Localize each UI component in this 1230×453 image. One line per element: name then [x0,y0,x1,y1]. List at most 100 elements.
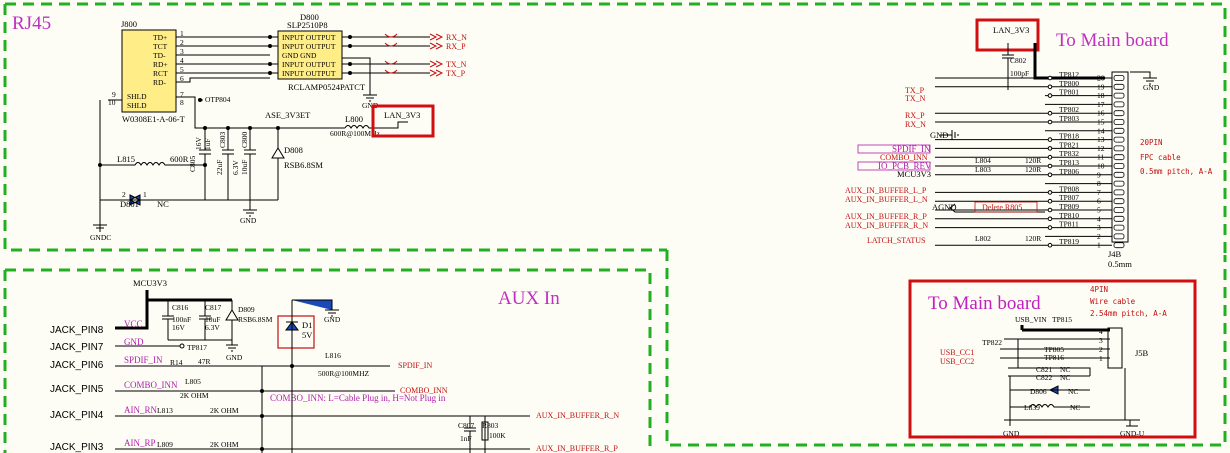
svg-text:COMBO_INN: COMBO_INN [880,153,928,162]
fpc-pin-8 [1113,180,1125,187]
svg-text:1: 1 [180,29,184,38]
svg-text:TP817: TP817 [187,343,207,352]
fpc-test-point-label: TP809 [1059,202,1079,211]
fpc-pin-5 [1113,207,1125,213]
wire-connector-j5b [1107,327,1123,369]
test-point-icon [1047,198,1053,204]
svg-text:INPUT OUTPUT: INPUT OUTPUT [282,33,336,42]
fpc-test-point-label: TP810 [1059,211,1079,220]
fpc-test-point-label: TP800 [1059,79,1079,88]
svg-text:4PIN: 4PIN [1090,285,1108,294]
svg-text:GND: GND [124,337,144,347]
svg-text:COMBO_INN: L=Cable Plug in, H=: COMBO_INN: L=Cable Plug in, H=Not Plug i… [270,393,446,403]
svg-text:0.5mm pitch, A-A: 0.5mm pitch, A-A [1140,167,1213,176]
main-board-title-bottom: To Main board [928,293,1041,314]
svg-text:AUX_IN_BUFFER_R_P: AUX_IN_BUFFER_R_P [536,444,618,453]
svg-text:9: 9 [112,90,116,99]
svg-text:120R: 120R [1025,234,1041,243]
svg-text:RSB6.8SM: RSB6.8SM [284,160,323,170]
tvs-d800: D800 SLP2510P8 INPUT OUTPUT INPUT OUTPUT… [277,12,366,92]
svg-text:LAN_3V3: LAN_3V3 [993,25,1029,35]
aux-jack-labels: JACK_PIN8 JACK_PIN7 JACK_PIN6 JACK_PIN5 … [50,325,104,453]
svg-text:L809: L809 [157,440,173,449]
svg-text:MCU3V3: MCU3V3 [897,169,931,179]
svg-text:100K: 100K [489,431,506,440]
svg-text:L839: L839 [1024,403,1040,412]
test-point-icon [1047,190,1053,195]
fpc-pin-19 [1113,83,1125,90]
d1-box [277,315,315,349]
svg-text:RCT: RCT [153,69,168,78]
svg-text:10uF: 10uF [240,160,249,175]
fpc-pin-15 [1113,119,1125,125]
svg-text:GNDC: GNDC [90,233,111,242]
svg-text:AIN_RN: AIN_RN [124,405,157,415]
svg-text:INPUT OUTPUT: INPUT OUTPUT [282,42,336,51]
fpc-pin-rows: 20TP81219TP80018TP8011716TP80215TP803141… [935,70,1125,250]
svg-text:NC: NC [1060,365,1070,374]
lan-3v3-highlight [371,104,435,138]
rj45-net-labels: RX_N RX_P TX_N TX_P [429,33,467,78]
svg-text:USB_CC1: USB_CC1 [940,348,974,357]
fpc-test-point-label: TP812 [1059,70,1079,79]
aux-border [5,268,652,453]
fpc-test-point-label: TP819 [1059,237,1079,246]
svg-text:RX_N: RX_N [446,33,467,42]
svg-text:SPDIF_IN: SPDIF_IN [398,361,432,370]
svg-text:2K OHM: 2K OHM [210,406,239,415]
fpc-pin-4 [1113,215,1125,222]
fpc-test-point-label: TP801 [1059,88,1079,97]
fpc-pin-number: 5 [1097,206,1101,215]
svg-text:TX_N: TX_N [446,60,467,69]
fpc-pin-11 [1113,154,1125,161]
svg-text:COMBO_INN: COMBO_INN [400,386,448,395]
svg-text:L803: L803 [975,165,991,174]
svg-text:SPDIF_IN: SPDIF_IN [124,355,163,365]
rj45-connector-j800: J800 TD+ TCT TD- RD+ RCT RD- SHLD SHLD 1… [108,19,231,124]
svg-text:C821: C821 [1036,365,1053,374]
svg-text:GND: GND [1003,429,1020,438]
svg-text:VCC: VCC [124,319,143,329]
svg-text:ASE_3V3ET: ASE_3V3ET [265,110,311,120]
svg-text:D809: D809 [238,305,255,314]
svg-text:2K OHM: 2K OHM [180,391,209,400]
main-board-border [665,250,1227,447]
svg-text:INPUT OUTPUT: INPUT OUTPUT [282,60,336,69]
test-point-icon [1047,93,1053,98]
svg-text:5V: 5V [302,330,313,340]
svg-text:10uF: 10uF [205,315,220,324]
fpc-pin-20 [1113,75,1125,81]
svg-text:600R@100MHz: 600R@100MHz [330,129,380,138]
fpc-test-point-label: TP802 [1059,105,1079,114]
svg-text:120R: 120R [1025,156,1041,165]
main-board-title-top: To Main board [1056,30,1169,51]
svg-text:8: 8 [180,98,184,107]
fpc-pin-7 [1113,189,1125,196]
test-point-icon [1047,163,1053,169]
svg-text:GND: GND [324,315,341,324]
svg-text:RSB6.8SM: RSB6.8SM [238,315,273,324]
svg-text:C817: C817 [205,303,222,312]
test-point-icon [1047,137,1053,142]
svg-text:500R@100MHZ: 500R@100MHZ [318,369,369,378]
svg-text:JACK_PIN7: JACK_PIN7 [50,342,104,353]
svg-text:L804: L804 [975,156,991,165]
svg-text:NC: NC [157,199,169,209]
svg-text:TD-: TD- [153,51,166,60]
svg-text:JACK_PIN5: JACK_PIN5 [50,384,104,395]
fpc-pin-9 [1113,171,1125,178]
fpc-test-point-label: TP821 [1059,140,1079,149]
svg-text:TX_N: TX_N [905,94,926,103]
svg-text:16V: 16V [194,137,203,151]
fpc-test-point-label: TP807 [1059,193,1079,202]
fpc-pin-1 [1113,242,1125,249]
svg-text:600R: 600R [170,154,189,164]
test-point-icon [1047,146,1053,151]
svg-text:L816: L816 [325,351,341,360]
fpc-pin-number: 16 [1097,109,1105,118]
test-point-icon [1047,75,1053,81]
svg-text:GND: GND [240,216,257,225]
svg-text:TCT: TCT [153,42,168,51]
test-point-icon [1047,172,1053,178]
svg-text:NC: NC [1060,373,1070,382]
